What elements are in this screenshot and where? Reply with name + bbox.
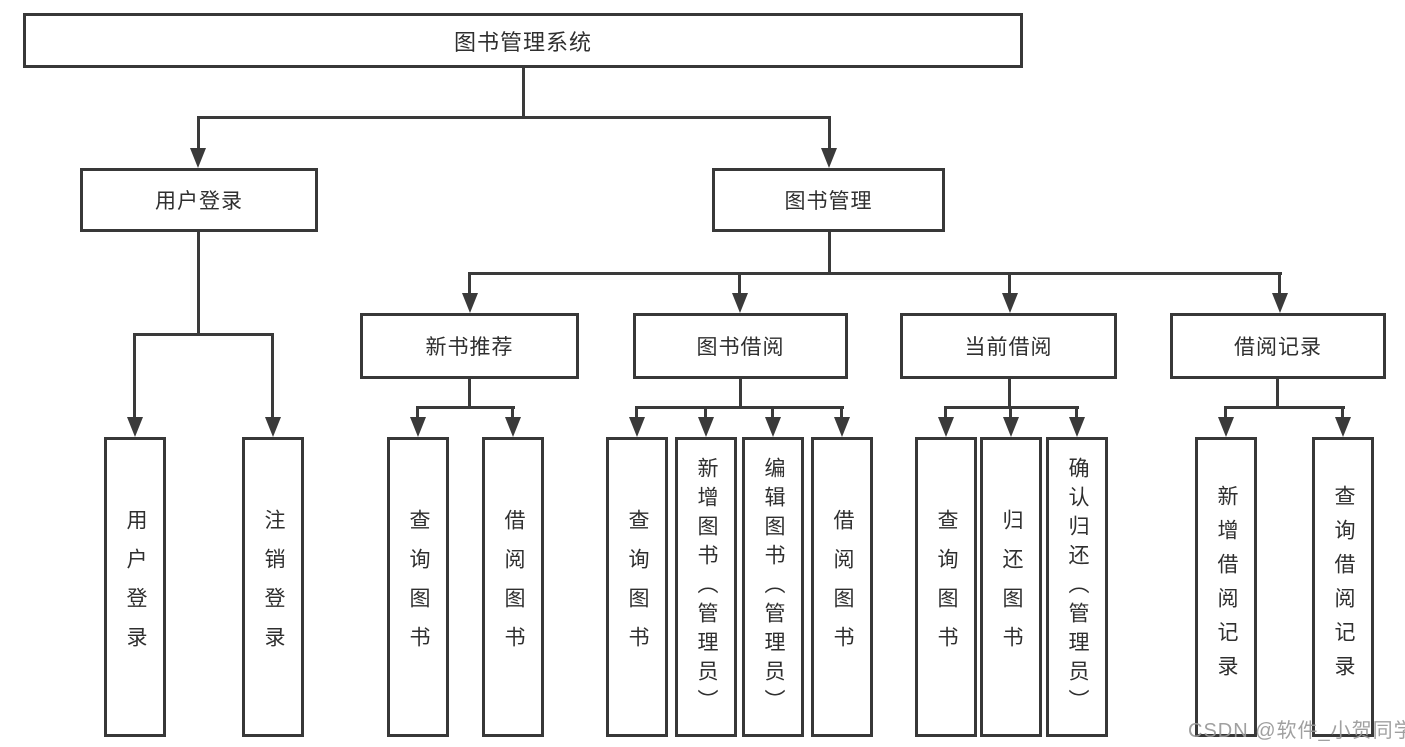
node-user-login: 用户登录 xyxy=(80,168,318,232)
connector-line xyxy=(468,272,471,295)
node-current-borrowing: 当前借阅 xyxy=(900,313,1117,379)
connector-line xyxy=(1276,379,1279,409)
leaf-logout: 注销登录 xyxy=(242,437,304,737)
connector-line xyxy=(1224,406,1227,418)
leaf-edit-books-admin: 编辑图书（管理员） xyxy=(742,437,804,737)
connector-line xyxy=(468,272,1282,275)
leaf-query-books-current: 查询图书 xyxy=(915,437,977,737)
leaf-query-books-borrow: 查询图书 xyxy=(606,437,668,737)
connector-line xyxy=(197,116,831,119)
connector-line xyxy=(271,333,274,419)
connector-line xyxy=(522,68,525,119)
connector-line xyxy=(468,379,471,409)
connector-line xyxy=(1278,272,1281,295)
arrowhead-down-icon xyxy=(462,293,478,313)
arrowhead-down-icon xyxy=(834,417,850,437)
connector-line xyxy=(738,272,741,295)
connector-line xyxy=(1008,379,1011,409)
arrowhead-down-icon xyxy=(1069,417,1085,437)
arrowhead-down-icon xyxy=(1272,293,1288,313)
connector-line xyxy=(511,406,514,418)
arrowhead-down-icon xyxy=(1002,293,1018,313)
connector-line xyxy=(635,406,844,409)
node-borrowing-records: 借阅记录 xyxy=(1170,313,1386,379)
connector-line xyxy=(416,406,419,418)
connector-line xyxy=(840,406,843,418)
leaf-user-login: 用户登录 xyxy=(104,437,166,737)
connector-line xyxy=(133,333,136,419)
leaf-query-books-recommend: 查询图书 xyxy=(387,437,449,737)
connector-line xyxy=(1009,406,1012,418)
leaf-borrow-books-recommend: 借阅图书 xyxy=(482,437,544,737)
connector-line xyxy=(197,232,200,336)
arrowhead-down-icon xyxy=(732,293,748,313)
arrowhead-down-icon xyxy=(190,148,206,168)
arrowhead-down-icon xyxy=(127,417,143,437)
connector-line xyxy=(944,406,947,418)
node-book-management: 图书管理 xyxy=(712,168,945,232)
connector-line xyxy=(704,406,707,418)
connector-line xyxy=(1341,406,1344,418)
connector-line xyxy=(416,406,515,409)
leaf-query-borrow-record: 查询借阅记录 xyxy=(1312,437,1374,737)
leaf-confirm-return-admin: 确认归还（管理员） xyxy=(1046,437,1108,737)
csdn-watermark: CSDN @软件_小贺同学 xyxy=(1188,720,1405,742)
arrowhead-down-icon xyxy=(1003,417,1019,437)
leaf-add-books-admin: 新增图书（管理员） xyxy=(675,437,737,737)
connector-line xyxy=(828,232,831,274)
arrowhead-down-icon xyxy=(505,417,521,437)
arrowhead-down-icon xyxy=(1218,417,1234,437)
leaf-borrow-books: 借阅图书 xyxy=(811,437,873,737)
arrowhead-down-icon xyxy=(821,148,837,168)
arrowhead-down-icon xyxy=(698,417,714,437)
connector-line xyxy=(1008,272,1011,295)
leaf-return-books: 归还图书 xyxy=(980,437,1042,737)
arrowhead-down-icon xyxy=(938,417,954,437)
connector-line xyxy=(197,116,200,150)
connector-line xyxy=(1224,406,1345,409)
connector-line xyxy=(1075,406,1078,418)
connector-line xyxy=(771,406,774,418)
connector-line xyxy=(133,333,274,336)
node-book-borrowing: 图书借阅 xyxy=(633,313,848,379)
leaf-add-borrow-record: 新增借阅记录 xyxy=(1195,437,1257,737)
connector-line xyxy=(739,379,742,409)
node-new-book-recommendation: 新书推荐 xyxy=(360,313,579,379)
arrowhead-down-icon xyxy=(765,417,781,437)
arrowhead-down-icon xyxy=(410,417,426,437)
connector-line xyxy=(635,406,638,418)
arrowhead-down-icon xyxy=(1335,417,1351,437)
connector-line xyxy=(828,116,831,150)
arrowhead-down-icon xyxy=(265,417,281,437)
node-root-library-system: 图书管理系统 xyxy=(23,13,1023,68)
arrowhead-down-icon xyxy=(629,417,645,437)
